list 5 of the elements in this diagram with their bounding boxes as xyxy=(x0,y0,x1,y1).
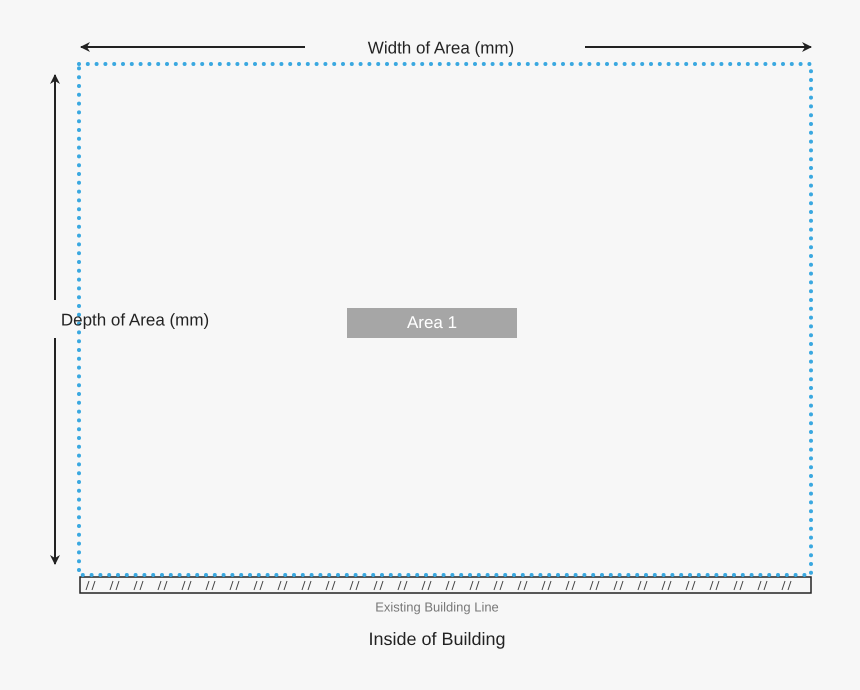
wall-label: Existing Building Line xyxy=(375,600,499,614)
dimension-label: Width of Area (mm) xyxy=(368,40,514,56)
area-box: Area 1 xyxy=(347,308,517,338)
area-note: Inside of Building xyxy=(368,630,506,648)
dimension-label: Depth of Area (mm) xyxy=(60,312,210,328)
